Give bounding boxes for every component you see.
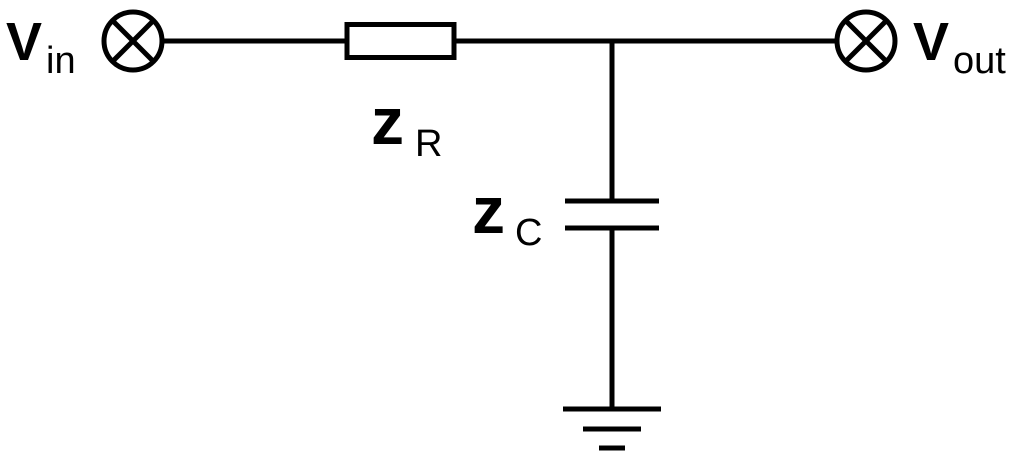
output-terminal-icon bbox=[834, 9, 898, 73]
vin-label-symbol: V bbox=[6, 12, 42, 72]
input-terminal-icon bbox=[101, 9, 165, 73]
resistor-icon bbox=[344, 22, 457, 60]
capacitor-label-subscript: C bbox=[515, 212, 542, 254]
resistor-label-symbol: z bbox=[371, 84, 404, 158]
capacitor-icon bbox=[565, 198, 659, 231]
ground-icon bbox=[563, 406, 661, 451]
capacitor-label-symbol: z bbox=[472, 173, 505, 247]
vout-label-subscript: out bbox=[953, 40, 1006, 82]
resistor-label-subscript: R bbox=[415, 123, 442, 165]
vout-label-symbol: V bbox=[913, 12, 949, 72]
vin-label-subscript: in bbox=[46, 40, 76, 82]
